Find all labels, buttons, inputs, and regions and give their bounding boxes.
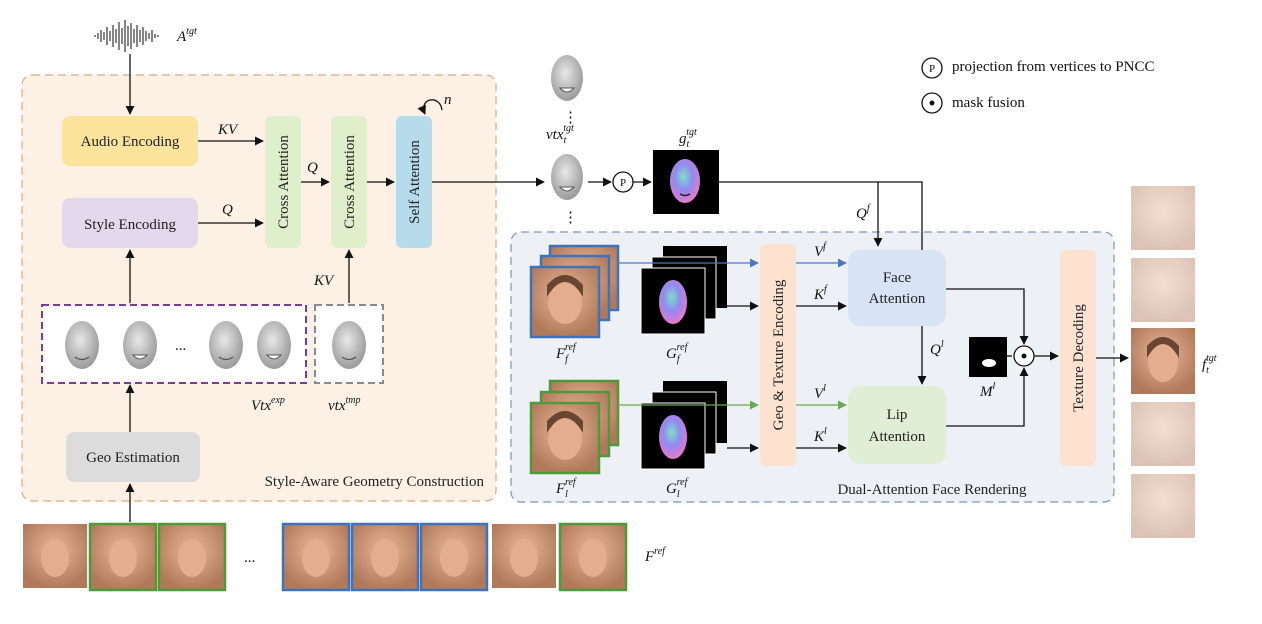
F-ref-label: Fref — [644, 546, 666, 565]
cross-attention-1-box — [265, 116, 301, 248]
loop-n-label: n — [444, 92, 452, 108]
vertex-dots-top: ⋮ — [563, 110, 578, 126]
output-frame-faded — [1131, 258, 1195, 322]
cross-attention-2-label: Cross Attention — [342, 135, 358, 229]
q-f-label: Qf — [856, 203, 871, 222]
face-attention-box — [848, 250, 946, 326]
output-frame-faded — [1131, 186, 1195, 250]
style-encoding-box — [62, 198, 198, 248]
lip-attention-label-2: Attention — [869, 429, 926, 445]
face-pncc-stack — [640, 246, 727, 335]
output-frame-faded — [1131, 474, 1195, 538]
legend-p-text: projection from vertices to PNCC — [952, 59, 1154, 75]
template-mesh-face-icon — [332, 321, 366, 369]
face-to-fusion-arrow — [946, 288, 1029, 345]
face-reference-stack — [529, 244, 620, 339]
vertex-dots-bottom: ⋮ — [563, 210, 578, 226]
mesh-face-icon — [257, 321, 291, 369]
face-attention-label-2: Attention — [869, 291, 926, 307]
render-section-title: Dual-Attention Face Rendering — [837, 482, 1027, 498]
v-f-label: Vf — [814, 241, 827, 260]
vertex-face-current-icon — [551, 154, 583, 200]
k-l-label: Kl — [813, 426, 827, 445]
vtx-t-label: vtxttgt — [546, 123, 574, 146]
mask-mouth-shape — [982, 359, 996, 367]
style-encoding-label: Style Encoding — [84, 217, 177, 233]
self-attention-loop-icon — [417, 99, 443, 115]
q-label-1: Q — [222, 202, 233, 218]
self-attention-label: Self Attention — [407, 140, 423, 224]
geo-texture-encoding-label: Geo & Texture Encoding — [771, 279, 787, 430]
expression-mesh-faces — [65, 321, 291, 369]
self-attention-box — [396, 116, 432, 248]
texture-decoding-box — [1060, 250, 1096, 466]
mesh-face-icon — [123, 321, 157, 369]
geo-texture-encoding-box — [760, 244, 796, 466]
vtx-exp-label: Vtxexp — [251, 395, 285, 414]
lip-reference-stack — [529, 379, 620, 475]
k-f-label: Kf — [813, 284, 828, 303]
mesh-face-icon — [209, 321, 243, 369]
projection-p-symbol: P — [620, 177, 626, 189]
G-l-ref-label: Glref — [666, 477, 689, 500]
lip-attention-box — [848, 386, 946, 464]
audio-target-label: Atgt — [176, 26, 197, 45]
f-t-label: fttgt — [1202, 353, 1217, 376]
F-f-ref-label: Ffref — [555, 342, 577, 365]
m-l-label: Ml — [979, 381, 996, 400]
frames-ellipsis: ... — [244, 550, 255, 566]
reference-frames-strip — [23, 522, 628, 592]
geo-estimation-box — [66, 432, 200, 482]
mask-image — [969, 337, 1007, 377]
faces-ellipsis: ... — [175, 338, 186, 354]
q-label-2: Q — [307, 160, 318, 176]
output-frame-faded — [1131, 402, 1195, 466]
legend-p-symbol: P — [929, 63, 935, 75]
mesh-face-icon — [65, 321, 99, 369]
audio-encoding-box — [62, 116, 198, 166]
F-l-ref-label: Flref — [555, 477, 577, 500]
texture-decoding-label: Texture Decoding — [1071, 304, 1087, 412]
g-t-label: gttgt — [679, 127, 697, 150]
G-f-ref-label: Gfref — [666, 342, 689, 365]
output-frames-column — [1131, 186, 1195, 538]
lip-attention-label-1: Lip — [887, 407, 908, 423]
pncc-face-icon — [670, 159, 700, 203]
lip-to-fusion-arrow — [946, 367, 1029, 427]
geo-estimation-label: Geo Estimation — [86, 450, 180, 466]
kv-label-1: KV — [217, 122, 239, 138]
audio-encoding-label: Audio Encoding — [81, 134, 180, 150]
cross-attention-2-box — [331, 116, 367, 248]
style-section-title: Style-Aware Geometry Construction — [265, 474, 485, 490]
face-attention-label-1: Face — [883, 270, 912, 286]
audio-waveform-icon — [94, 20, 159, 52]
kv-label-2: KV — [313, 273, 335, 289]
vertex-face-top-icon — [551, 55, 583, 101]
vtx-tmp-label: vtxtmp — [328, 395, 360, 414]
cross-attention-1-label: Cross Attention — [276, 135, 292, 229]
lip-pncc-stack — [640, 381, 727, 470]
legend-mask-text: mask fusion — [952, 95, 1025, 111]
v-l-label: Vl — [814, 383, 826, 402]
legend-p-icon — [921, 57, 943, 79]
pncc-to-lip-line — [878, 181, 923, 250]
q-l-label: Ql — [930, 339, 944, 358]
